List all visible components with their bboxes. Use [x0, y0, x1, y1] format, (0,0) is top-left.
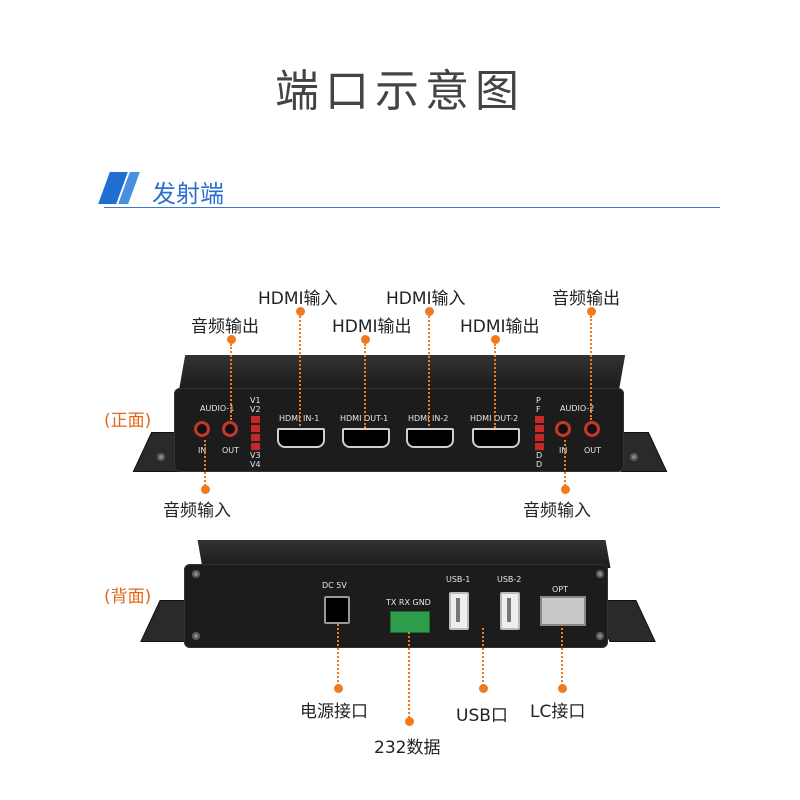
right-led-indicators — [535, 416, 544, 452]
left-led-indicators — [251, 416, 260, 452]
hdmi-in-1-port — [277, 428, 325, 448]
dc-power-jack — [324, 596, 350, 624]
audio2-port-label: AUDIO-2 — [560, 404, 595, 413]
audio2-in-jack — [555, 421, 571, 437]
usb1-label: USB-1 — [446, 575, 471, 584]
led-d2-label: D — [536, 460, 543, 469]
leader-line — [230, 344, 234, 420]
section-header: 发射端 — [98, 168, 720, 208]
section-divider — [104, 207, 720, 208]
callout-serial: 232数据 — [374, 738, 441, 758]
led-v2-label: V2 — [250, 405, 261, 414]
lc-optical-port — [540, 596, 586, 626]
callout-hdmi-in-2: HDMI输入 — [386, 289, 466, 309]
leader-dot — [425, 307, 434, 316]
back-side-label: (背面) — [104, 587, 152, 607]
leader-line — [590, 316, 594, 420]
front-side-label: (正面) — [104, 411, 152, 431]
audio1-out-jack — [222, 421, 238, 437]
front-flange-screw-right — [630, 453, 638, 461]
led-v1-label: V1 — [250, 396, 261, 405]
leader-dot — [296, 307, 305, 316]
front-flange-screw-left — [157, 453, 165, 461]
leader-line — [482, 628, 486, 686]
leader-dot — [587, 307, 596, 316]
audio1-out-label: OUT — [222, 446, 240, 455]
leader-line — [337, 624, 341, 686]
leader-line — [364, 344, 368, 428]
leader-dot — [491, 335, 500, 344]
leader-dot — [227, 335, 236, 344]
audio2-out-jack — [584, 421, 600, 437]
audio2-in-label: IN — [559, 446, 568, 455]
callout-power: 电源接口 — [300, 702, 368, 722]
front-device-top — [178, 355, 626, 391]
leader-dot — [558, 684, 567, 693]
dc-port-label: DC 5V — [322, 581, 347, 590]
usb2-port — [500, 592, 520, 630]
back-screw-bottom-right — [596, 632, 604, 640]
leader-line — [428, 316, 432, 426]
audio1-in-jack — [194, 421, 210, 437]
led-v3-label: V3 — [250, 451, 261, 460]
leader-dot — [405, 717, 414, 726]
opt-port-label: OPT — [552, 585, 569, 594]
back-device-body — [184, 564, 608, 648]
led-p-label: P — [536, 396, 541, 405]
hdmi-out-1-port — [342, 428, 390, 448]
callout-audio-out-left: 音频输出 — [191, 317, 259, 337]
led-d1-label: D — [536, 451, 543, 460]
callout-hdmi-in-1: HDMI输入 — [258, 289, 338, 309]
rs232-terminal-block — [390, 611, 430, 633]
front-device-body — [174, 388, 624, 472]
usb2-label: USB-2 — [497, 575, 522, 584]
leader-dot — [361, 335, 370, 344]
back-screw-bottom-left — [192, 632, 200, 640]
callout-audio-out-right: 音频输出 — [552, 289, 620, 309]
led-f-label: F — [536, 405, 541, 414]
leader-line — [204, 440, 208, 486]
callout-usb: USB口 — [456, 706, 508, 726]
section-title: 发射端 — [152, 180, 224, 208]
leader-line — [561, 624, 565, 686]
callout-hdmi-out-1: HDMI输出 — [332, 317, 412, 337]
audio1-in-label: IN — [198, 446, 207, 455]
page-title: 端口示意图 — [275, 66, 525, 117]
leader-line — [494, 344, 498, 428]
leader-dot — [561, 485, 570, 494]
leader-dot — [201, 485, 210, 494]
audio1-port-label: AUDIO-1 — [200, 404, 235, 413]
leader-dot — [334, 684, 343, 693]
leader-line — [564, 440, 568, 486]
hdmi-out-2-port — [472, 428, 520, 448]
back-screw-top-left — [192, 570, 200, 578]
leader-line — [299, 316, 303, 426]
led-v4-label: V4 — [250, 460, 261, 469]
callout-audio-in-right: 音频输入 — [523, 501, 591, 521]
leader-line — [408, 632, 412, 718]
back-screw-top-right — [596, 570, 604, 578]
hdmi-in-2-port — [406, 428, 454, 448]
callout-hdmi-out-2: HDMI输出 — [460, 317, 540, 337]
audio2-out-label: OUT — [584, 446, 602, 455]
callout-lc: LC接口 — [530, 702, 586, 722]
leader-dot — [479, 684, 488, 693]
callout-audio-in-left: 音频输入 — [163, 501, 231, 521]
serial-port-label: TX RX GND — [386, 598, 431, 607]
usb1-port — [449, 592, 469, 630]
